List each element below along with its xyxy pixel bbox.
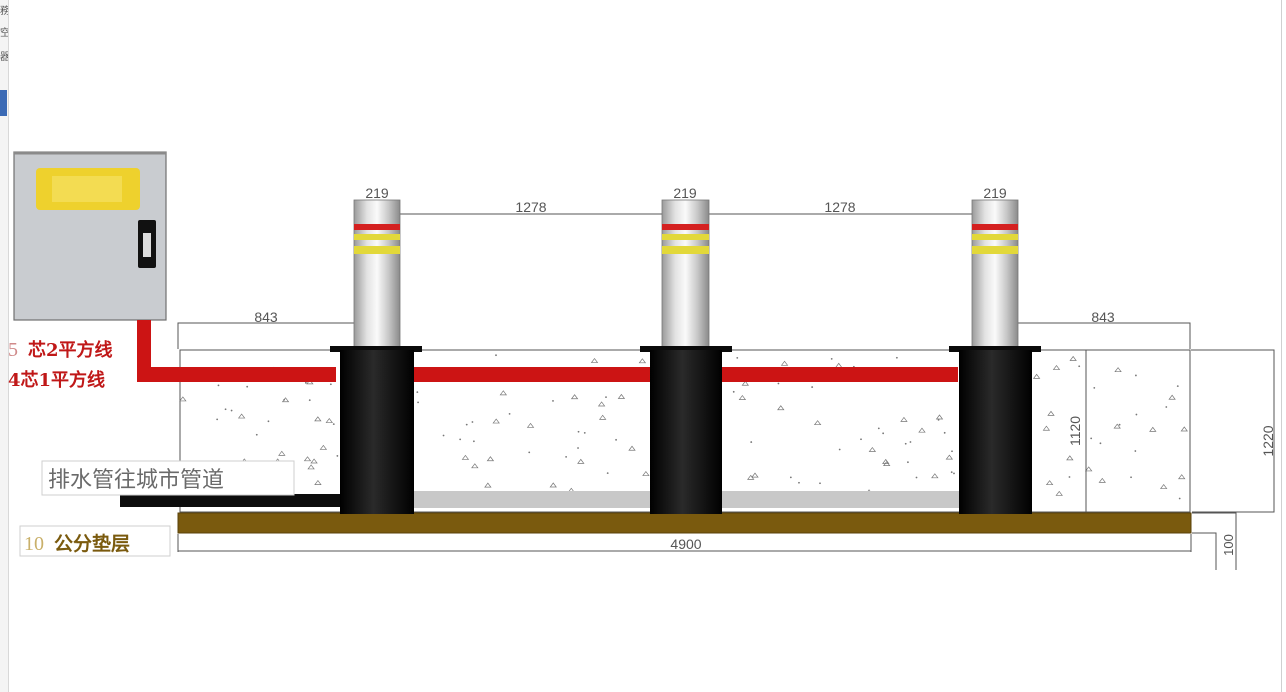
window-right-rule	[1281, 0, 1282, 692]
drain-pipe	[120, 494, 342, 507]
dim-base-thickness: 100	[1221, 534, 1236, 556]
dim-margin-right: 843	[1091, 309, 1115, 325]
base-label: 公分垫层	[54, 533, 130, 555]
power-cables	[137, 320, 958, 382]
cable-label-top: 芯2平方线	[28, 339, 113, 361]
base-label-num: 10	[24, 533, 44, 555]
edge-glyph: 器	[0, 52, 8, 63]
bollard-2[interactable]	[640, 199, 732, 514]
dimension-lines	[177, 213, 1275, 570]
bollard-1[interactable]	[330, 199, 422, 514]
dim-total-depth: 1220	[1260, 425, 1276, 456]
dim-bollard-dia-1: 219	[365, 185, 389, 201]
drain-label-box	[41, 460, 295, 496]
dim-margin-left: 843	[254, 309, 278, 325]
dim-spacing-2: 1278	[824, 199, 855, 215]
drain-label: 排水管往城市管道	[48, 468, 224, 493]
dim-inner-depth: 1120	[1067, 416, 1083, 446]
edge-glyph: 務	[0, 6, 8, 17]
base-label-box	[19, 525, 171, 557]
window-edge-strip	[0, 0, 9, 692]
bollard-3[interactable]	[949, 199, 1041, 514]
cable-label-top-num: 5	[8, 339, 18, 361]
base-layer	[177, 512, 1192, 534]
control-cabinet-icon[interactable]	[13, 151, 167, 321]
dim-spacing-1: 1278	[515, 199, 546, 215]
cable-label-bottom: 4芯1平方线	[8, 369, 105, 391]
dim-total-width: 4900	[670, 536, 701, 552]
edge-tab[interactable]	[0, 90, 7, 116]
dim-bollard-dia-3: 219	[983, 185, 1007, 201]
dim-bollard-dia-2: 219	[673, 185, 697, 201]
edge-glyph: 空	[0, 28, 8, 39]
